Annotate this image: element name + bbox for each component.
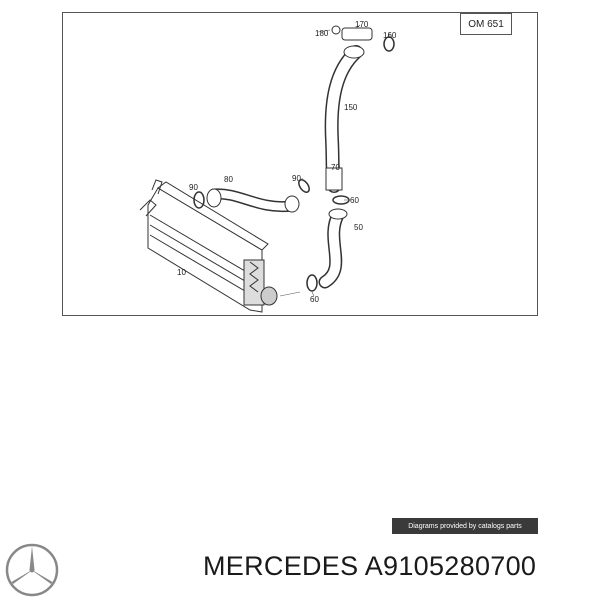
- clip-180: [331, 25, 341, 35]
- label-170: 170: [355, 20, 369, 29]
- label-60-upper: 60: [350, 196, 359, 205]
- part-number: A9105280700: [364, 551, 537, 581]
- leader-lines: [279, 24, 390, 297]
- label-90-right: 90: [292, 174, 301, 183]
- label-90-left: 90: [189, 183, 198, 192]
- intercooler-drawing: [139, 179, 278, 313]
- diagram-frame: [62, 12, 538, 316]
- seal-160: [383, 36, 395, 52]
- engine-label: OM 651: [460, 13, 512, 35]
- label-180: 180: [315, 29, 329, 38]
- seal-90-left: [193, 191, 205, 209]
- flange-170: [341, 27, 373, 41]
- label-10: 10: [177, 268, 186, 277]
- seal-90-right: [298, 179, 310, 193]
- brand-name: MERCEDES: [203, 551, 359, 581]
- diagram-credit: Diagrams provided by catalogs parts: [392, 518, 538, 534]
- label-160: 160: [383, 31, 397, 40]
- label-70: 70: [331, 163, 340, 172]
- seal-60-upper: [332, 195, 350, 205]
- label-50: 50: [354, 223, 363, 232]
- label-60-lower: 60: [310, 295, 319, 304]
- seal-60-lower: [306, 274, 318, 292]
- label-80: 80: [224, 175, 233, 184]
- footer-title: MERCEDES A9105280700: [203, 551, 536, 582]
- label-150: 150: [344, 103, 358, 112]
- mercedes-star-icon: [5, 543, 59, 597]
